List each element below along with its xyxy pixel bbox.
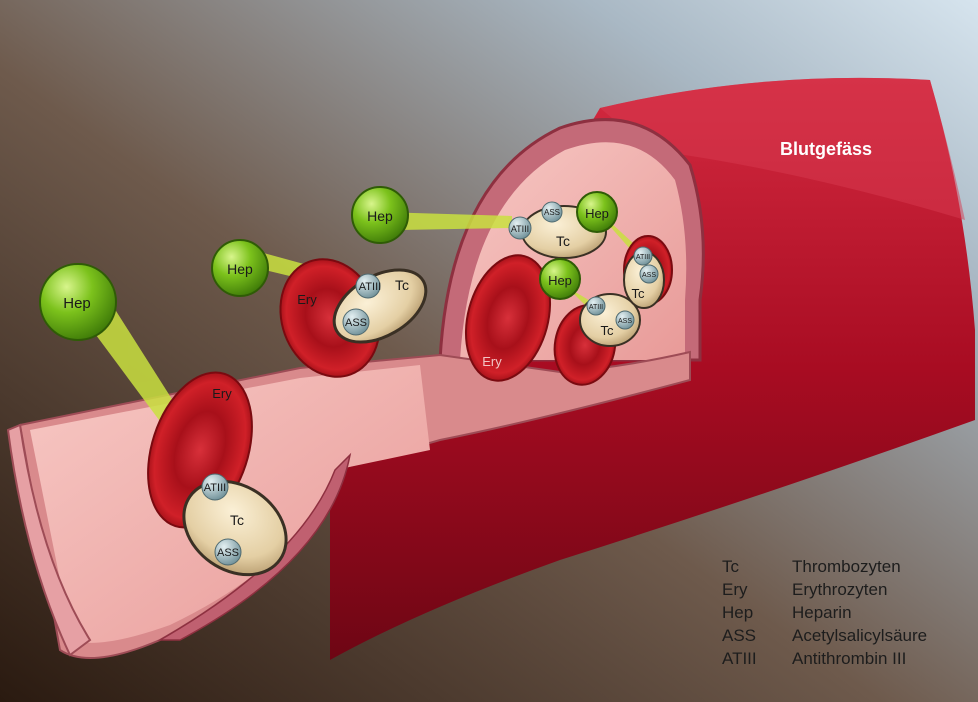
tc-label: Tc bbox=[601, 323, 615, 338]
atiii-label: ATIII bbox=[204, 482, 226, 494]
legend-abbr: ATIII bbox=[722, 648, 792, 669]
hep-label: Hep bbox=[367, 208, 393, 224]
legend-abbr: Tc bbox=[722, 556, 792, 577]
atiii-label: ATIII bbox=[589, 304, 603, 311]
ass-label: ASS bbox=[345, 317, 367, 329]
legend-term: Acetylsalicylsäure bbox=[792, 625, 927, 646]
hep-label: Hep bbox=[227, 261, 253, 277]
legend-abbr: ASS bbox=[722, 625, 792, 646]
ass-label: ASS bbox=[544, 208, 560, 217]
atiii-label: ATIII bbox=[511, 224, 529, 234]
tc-label: Tc bbox=[395, 277, 409, 293]
vessel-title: Blutgefäss bbox=[780, 139, 872, 159]
tc-label: Tc bbox=[230, 512, 244, 528]
ass-label: ASS bbox=[618, 318, 632, 325]
ery-label: Ery bbox=[212, 386, 232, 401]
ery-label: Ery bbox=[482, 354, 502, 369]
legend-term: Antithrombin III bbox=[792, 648, 927, 669]
legend-term: Heparin bbox=[792, 602, 927, 623]
hep-label: Hep bbox=[585, 206, 609, 221]
tc-label: Tc bbox=[556, 233, 570, 249]
legend-term: Thrombozyten bbox=[792, 556, 927, 577]
hep-label: Hep bbox=[63, 295, 91, 312]
atiii-label: ATIII bbox=[636, 254, 650, 261]
abbreviation-legend: Tc Thrombozyten Ery Erythrozyten Hep Hep… bbox=[722, 556, 927, 669]
ass-label: ASS bbox=[642, 272, 656, 279]
atiii-label: ATIII bbox=[359, 281, 381, 293]
ass-label: ASS bbox=[217, 547, 239, 559]
legend-abbr: Hep bbox=[722, 602, 792, 623]
legend-term: Erythrozyten bbox=[792, 579, 927, 600]
tc-label: Tc bbox=[632, 286, 646, 301]
hep-label: Hep bbox=[548, 273, 572, 288]
ery-label: Ery bbox=[297, 292, 317, 307]
legend-abbr: Ery bbox=[722, 579, 792, 600]
